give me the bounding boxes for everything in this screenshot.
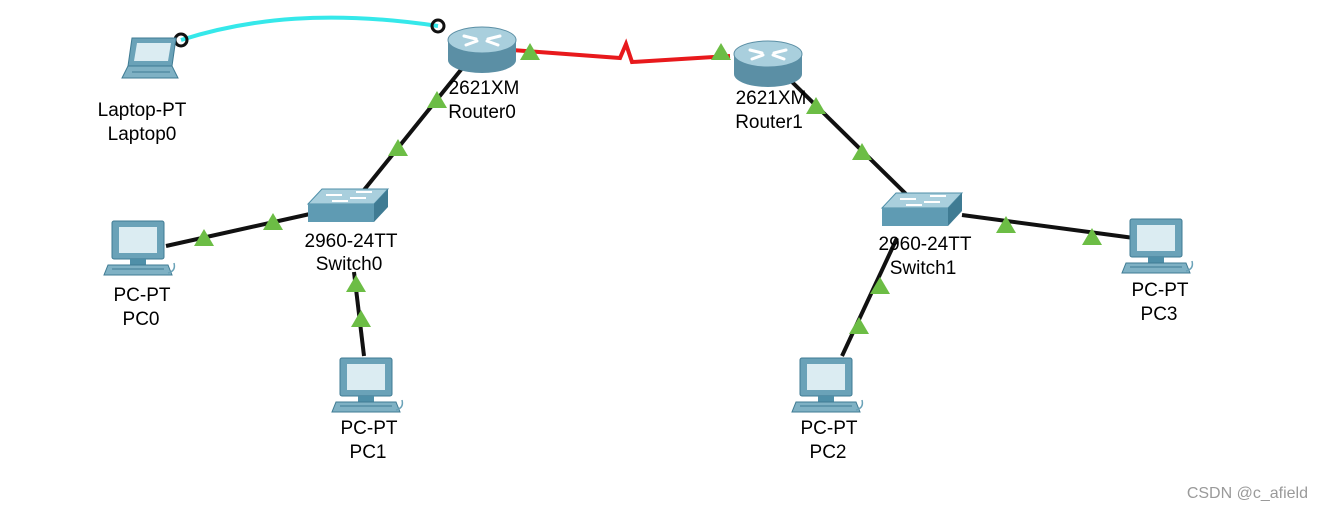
pc-icon <box>103 220 176 276</box>
link-serial-router0-router1[interactable] <box>511 38 731 65</box>
device-name-label: Switch0 <box>316 254 383 275</box>
device-model-label: PC-PT <box>1132 280 1189 301</box>
device-model-label: 2960-24TT <box>305 231 398 252</box>
router-icon <box>446 25 518 75</box>
laptop-icon <box>121 37 179 79</box>
link-switch0-pc0[interactable] <box>165 212 311 248</box>
link-up-indicator <box>351 310 371 327</box>
device-switch0[interactable]: 2960-24TT Switch0 <box>305 188 398 275</box>
device-model-label: Laptop-PT <box>98 100 187 121</box>
link-up-indicator <box>849 317 869 334</box>
device-model-label: PC-PT <box>114 285 171 306</box>
switch-icon <box>307 188 389 223</box>
device-router0[interactable]: 2621XM Router0 <box>446 25 520 123</box>
device-laptop0[interactable]: Laptop-PT Laptop0 <box>98 37 187 145</box>
device-pc3[interactable]: PC-PT PC3 <box>1121 218 1194 325</box>
device-name-label: Laptop0 <box>108 124 177 145</box>
console-port-router-end <box>430 18 446 34</box>
device-switch1[interactable]: 2960-24TT Switch1 <box>879 192 972 279</box>
link-up-indicator <box>346 275 366 292</box>
device-model-label: 2621XM <box>736 88 807 109</box>
device-name-label: PC3 <box>1141 304 1178 325</box>
link-router0-switch0[interactable] <box>362 64 466 192</box>
link-switch1-pc3[interactable] <box>961 213 1135 240</box>
device-name-label: Switch1 <box>890 258 957 279</box>
device-name-label: PC0 <box>123 309 160 330</box>
device-model-label: 2960-24TT <box>879 234 972 255</box>
device-pc1[interactable]: PC-PT PC1 <box>331 357 404 463</box>
device-model-label: PC-PT <box>801 418 858 439</box>
pc-icon <box>1121 218 1194 274</box>
link-console-laptop0-router0[interactable] <box>180 15 439 42</box>
switch-icon <box>881 192 963 227</box>
pc-icon <box>331 357 404 413</box>
device-name-label: Router1 <box>735 112 803 133</box>
device-name-label: PC2 <box>810 442 847 463</box>
link-switch1-pc2[interactable] <box>840 237 899 357</box>
device-name-label: Router0 <box>448 102 516 123</box>
device-pc2[interactable]: PC-PT PC2 <box>791 357 864 463</box>
device-router1[interactable]: 2621XM Router1 <box>732 39 807 133</box>
link-up-indicator <box>711 43 731 60</box>
device-model-label: PC-PT <box>341 418 398 439</box>
pc-icon <box>791 357 864 413</box>
device-model-label: 2621XM <box>449 78 520 99</box>
device-name-label: PC1 <box>350 442 387 463</box>
device-pc0[interactable]: PC-PT PC0 <box>103 220 176 330</box>
watermark: CSDN @c_afield <box>1187 485 1308 502</box>
router-icon <box>732 39 804 89</box>
link-router1-switch1[interactable] <box>788 78 910 198</box>
